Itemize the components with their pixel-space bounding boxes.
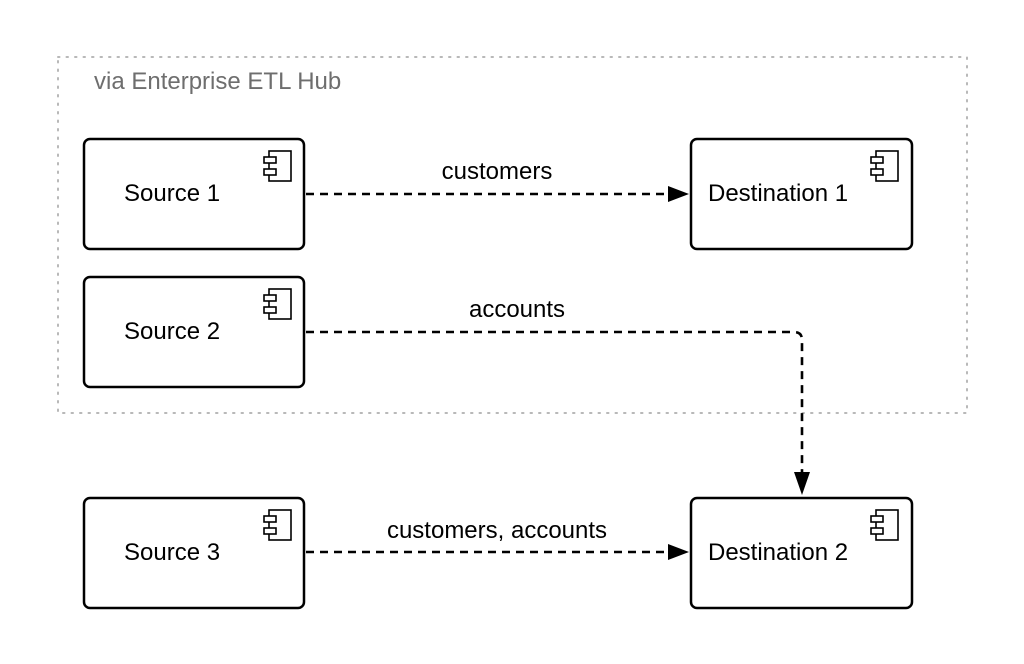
destination-1-box: [689, 137, 914, 251]
source-2-label: Source 2: [124, 318, 220, 345]
arrow-head-icon: [668, 186, 689, 202]
etl-hub-group-border: [57, 56, 968, 414]
etl-hub-group[interactable]: via Enterprise ETL Hub: [57, 56, 968, 414]
component-icon: [263, 509, 292, 541]
source-3-node[interactable]: Source 3: [82, 496, 306, 610]
edge-source-2-to-destination-2[interactable]: accounts: [306, 296, 810, 495]
destination-1-node[interactable]: Destination 1: [689, 137, 914, 251]
component-icon: [870, 509, 899, 541]
edge-source-1-to-destination-1[interactable]: customers: [306, 158, 689, 202]
source-3-label: Source 3: [124, 539, 220, 566]
component-icon: [263, 150, 292, 182]
destination-2-box: [689, 496, 914, 610]
source-1-label: Source 1: [124, 180, 220, 207]
source-1-box: [82, 137, 306, 251]
destination-2-node[interactable]: Destination 2: [689, 496, 914, 610]
source-1-node[interactable]: Source 1: [82, 137, 306, 251]
component-icon: [870, 150, 899, 182]
source-2-box: [82, 275, 306, 389]
source-2-node[interactable]: Source 2: [82, 275, 306, 389]
edge-label-customers: customers: [442, 158, 553, 185]
destination-1-label: Destination 1: [708, 180, 848, 207]
arrow-head-icon: [794, 472, 810, 495]
edge-label-accounts: accounts: [469, 296, 565, 323]
edge-label-customers-accounts: customers, accounts: [387, 517, 607, 544]
destination-2-label: Destination 2: [708, 539, 848, 566]
edge-source-3-to-destination-2[interactable]: customers, accounts: [306, 517, 689, 560]
etl-hub-group-title: via Enterprise ETL Hub: [94, 68, 341, 95]
source-3-box: [82, 496, 306, 610]
component-icon: [263, 288, 292, 320]
edge-line: [306, 330, 804, 472]
arrow-head-icon: [668, 544, 689, 560]
